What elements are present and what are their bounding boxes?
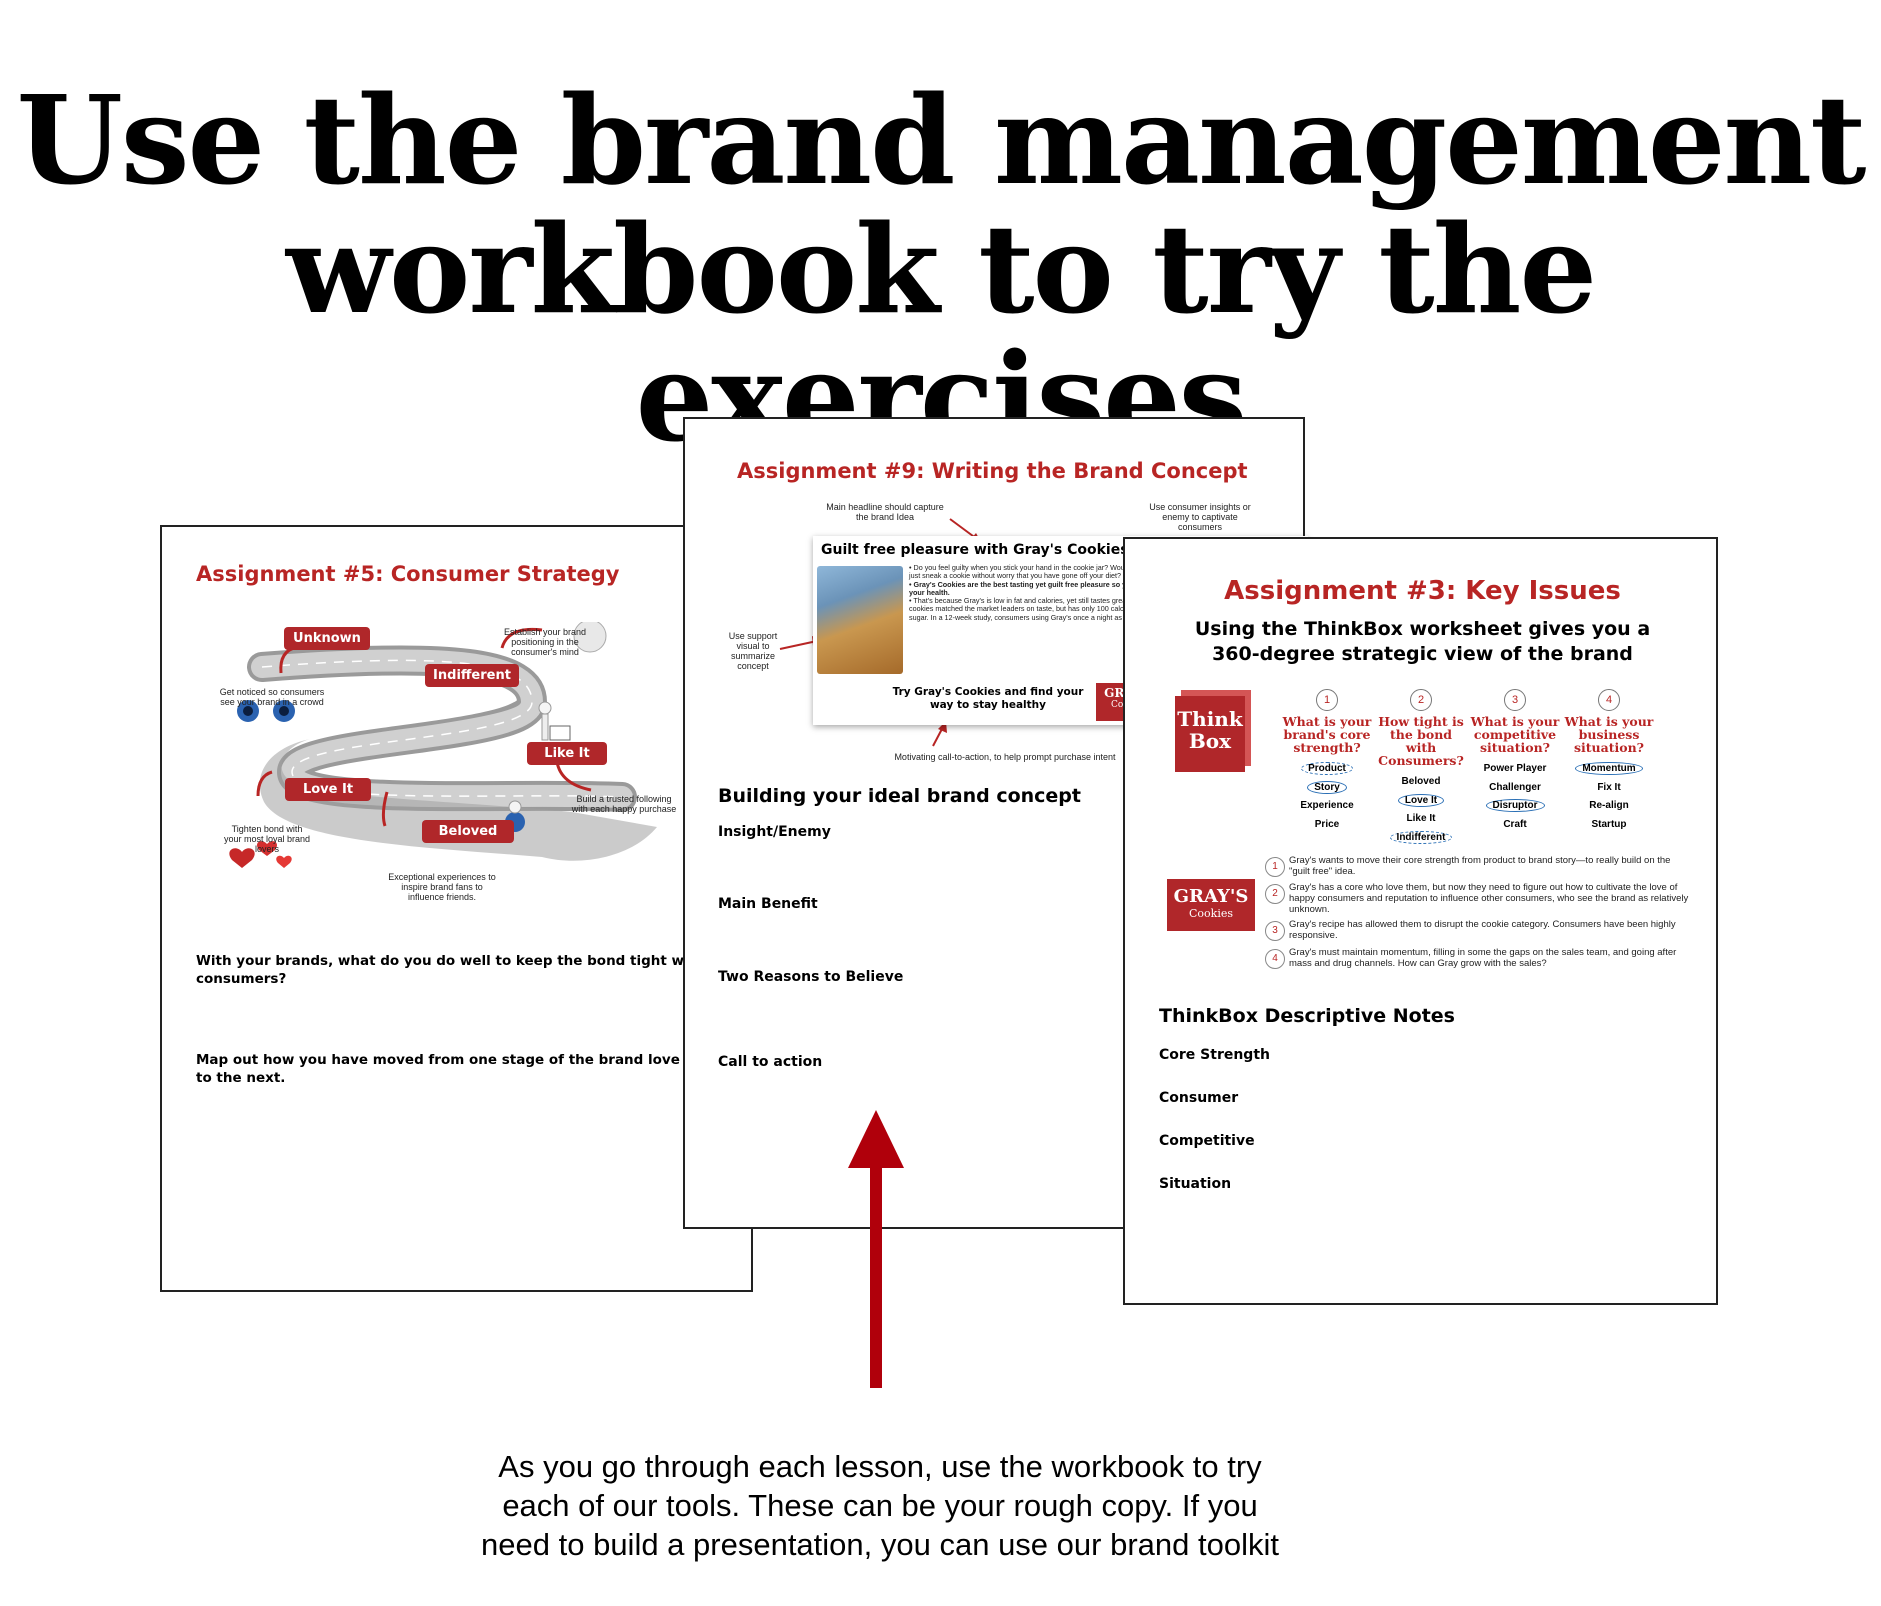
- thinkbox-note-2: Gray's has a core who love them, but now…: [1289, 882, 1689, 915]
- assignment-3-page: Assignment #3: Key Issues Using the Thin…: [1123, 537, 1718, 1305]
- caption: As you go through each lesson, use the w…: [380, 1447, 1380, 1564]
- option-beloved: Beloved: [1401, 776, 1441, 787]
- thinkbox-column-4: 4 What is your business situation? Momen…: [1564, 689, 1654, 834]
- logo-line-1: GRAY'S: [1173, 886, 1249, 907]
- ad-bullets: • Do you feel guilty when you stick your…: [909, 563, 1219, 622]
- field-insight-enemy: Insight/Enemy: [718, 824, 831, 840]
- field-situation: Situation: [1159, 1176, 1232, 1192]
- stage-unknown: Unknown: [284, 627, 370, 650]
- note-number-3: 3: [1265, 921, 1285, 941]
- option-experience: Experience: [1300, 800, 1354, 811]
- headline-line-2: workbook to try the exercises: [285, 197, 1597, 469]
- caption-line-3: need to build a presentation, you can us…: [481, 1527, 1279, 1562]
- column-number: 2: [1410, 689, 1432, 711]
- column-options: Product Story Experience Price: [1282, 760, 1372, 834]
- column-options: Power Player Challenger Disruptor Craft: [1470, 760, 1560, 834]
- option-indifferent: Indifferent: [1389, 830, 1453, 844]
- column-question: What is your competitive situation?: [1470, 714, 1560, 755]
- option-price: Price: [1314, 818, 1340, 830]
- thinkbox-column-2: 2 How tight is the bond with Consumers? …: [1376, 689, 1466, 847]
- option-challenger: Challenger: [1489, 781, 1541, 793]
- assignment-3-title: Assignment #3: Key Issues: [1224, 576, 1621, 606]
- field-call-to-action: Call to action: [718, 1054, 823, 1070]
- option-craft: Craft: [1503, 818, 1527, 830]
- thinkbox-note-4: Gray's must maintain momentum, filling i…: [1289, 947, 1677, 969]
- note-support-visual: Use support visual to summarize concept: [728, 631, 778, 671]
- option-re-align: Re-align: [1589, 800, 1629, 811]
- note-trusted: Build a trusted following with each happ…: [571, 794, 677, 814]
- assignment-5-question-2: Map out how you have moved from one stag…: [196, 1052, 727, 1086]
- assignment-9-title: Assignment #9: Writing the Brand Concept: [737, 459, 1248, 483]
- thinkbox-column-1: 1 What is your brand's core strength? Pr…: [1282, 689, 1372, 834]
- assignment-5-question-1: With your brands, what do you do well to…: [196, 953, 685, 987]
- field-consumer: Consumer: [1159, 1090, 1239, 1106]
- thinkbox-note-3: Gray's recipe has allowed them to disrup…: [1289, 919, 1676, 941]
- caption-line-2: each of our tools. These can be your rou…: [502, 1488, 1258, 1523]
- thinkbox-notes-title: ThinkBox Descriptive Notes: [1159, 1005, 1455, 1027]
- column-number: 3: [1504, 689, 1526, 711]
- note-establish: Establish your brand positioning in the …: [503, 627, 587, 657]
- option-power-player: Power Player: [1483, 763, 1547, 774]
- option-like-it: Like It: [1406, 813, 1436, 824]
- note-number-2: 2: [1265, 884, 1285, 904]
- column-question: What is your brand's core strength?: [1282, 714, 1372, 755]
- thinkbox-note-1: Gray's wants to move their core strength…: [1289, 855, 1671, 877]
- field-core-strength: Core Strength: [1159, 1047, 1270, 1063]
- thinkbox-column-3: 3 What is your competitive situation? Po…: [1470, 689, 1560, 834]
- caption-line-1: As you go through each lesson, use the w…: [498, 1449, 1262, 1484]
- headline-line-1: Use the brand management: [16, 68, 1866, 212]
- field-competitive: Competitive: [1159, 1133, 1255, 1149]
- column-number: 1: [1316, 689, 1338, 711]
- ad-bullet: • Gray's Cookies are the best tasting ye…: [909, 579, 1210, 597]
- cookie-photo: [817, 566, 903, 674]
- ad-bullet: • Do you feel guilty when you stick your…: [909, 563, 1211, 581]
- note-noticed: Get noticed so consumers see your brand …: [219, 687, 325, 707]
- thinkbox-logo: Think Box: [1175, 696, 1245, 772]
- assignment-5-page: Assignment #5: Consumer Strategy Unknown…: [160, 525, 753, 1292]
- option-disruptor: Disruptor: [1485, 799, 1545, 812]
- option-story: Story: [1307, 780, 1347, 794]
- stage-love-it: Love It: [285, 778, 371, 801]
- stage-like-it: Like It: [527, 742, 607, 765]
- option-momentum: Momentum: [1575, 762, 1643, 775]
- assignment-9-section-title: Building your ideal brand concept: [718, 785, 1081, 807]
- ad-cta: Try Gray's Cookies and find your way to …: [892, 686, 1084, 711]
- assignment-5-title: Assignment #5: Consumer Strategy: [196, 562, 620, 586]
- note-consumer-insights: Use consumer insights or enemy to captiv…: [1149, 502, 1251, 532]
- ad-headline: Guilt free pleasure with Gray's Cookies: [821, 542, 1129, 558]
- thinkbox-line-2: Box: [1188, 729, 1232, 753]
- column-options: Momentum Fix It Re-align Startup: [1564, 760, 1654, 834]
- note-number-1: 1: [1265, 857, 1285, 877]
- note-exceptional: Exceptional experiences to inspire brand…: [388, 872, 496, 902]
- logo-line-2: Cookies: [1189, 907, 1233, 920]
- grays-cookies-logo: GRAY'S Cookies: [1167, 879, 1255, 931]
- field-main-benefit: Main Benefit: [718, 896, 818, 912]
- field-reasons-to-believe: Two Reasons to Believe: [718, 969, 904, 985]
- note-number-4: 4: [1265, 949, 1285, 969]
- option-product: Product: [1301, 762, 1353, 775]
- ad-bullet: • That's because Gray's is low in fat an…: [909, 596, 1215, 622]
- option-fix-it: Fix It: [1597, 781, 1621, 793]
- column-question: How tight is the bond with Consumers?: [1378, 714, 1464, 768]
- note-main-headline: Main headline should capture the brand I…: [826, 502, 944, 522]
- stage-beloved: Beloved: [422, 820, 514, 843]
- note-tighten: Tighten bond with your most loyal brand …: [223, 824, 311, 854]
- option-startup: Startup: [1591, 818, 1627, 830]
- assignment-3-subtitle: Using the ThinkBox worksheet gives you a…: [1194, 618, 1651, 665]
- column-question: What is your business situation?: [1564, 714, 1654, 755]
- option-love-it: Love It: [1397, 793, 1445, 807]
- note-call-to-action: Motivating call-to-action, to help promp…: [894, 752, 1116, 762]
- column-options: Beloved Love It Like It Indifferent: [1376, 773, 1466, 847]
- thinkbox-line-1: Think: [1177, 707, 1243, 731]
- stage-indifferent: Indifferent: [425, 664, 519, 687]
- column-number: 4: [1598, 689, 1620, 711]
- pointer-arrow-icon: [848, 1110, 904, 1388]
